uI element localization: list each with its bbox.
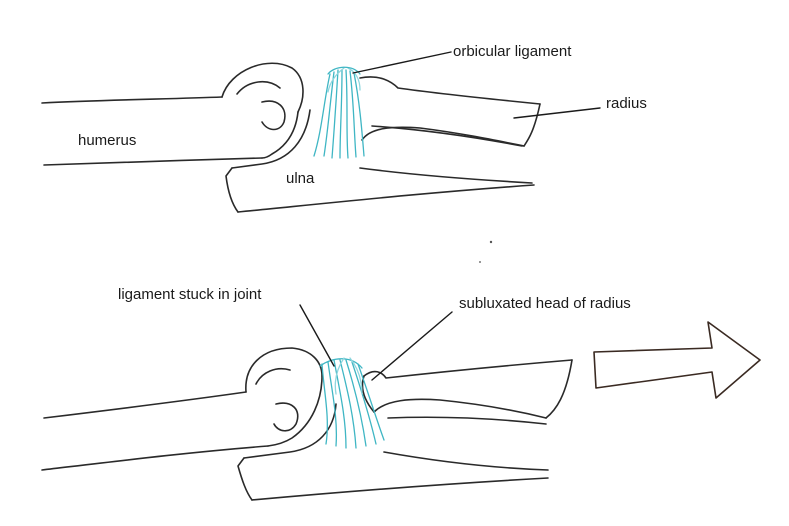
ligament-stuck-label: ligament stuck in joint [118,286,262,303]
radius-bone-bottom [361,359,573,419]
subluxated-head-label: subluxated head of radius [459,295,631,312]
ulna-bone-bottom [237,403,549,501]
traction-arrow-icon [593,321,761,399]
radius-leader-line [513,107,601,119]
stuck-ligament-leader-line [299,304,335,367]
radius-label: radius [606,95,647,112]
stray-dot [489,240,493,244]
orbicular-ligament-label: orbicular ligament [453,43,572,60]
humerus-bone [41,62,304,166]
normal-elbow: humerus ulna radius orbicular ligament [41,43,647,213]
ulna-bone [225,109,535,213]
subluxated-elbow: ligament stuck in joint subluxated head … [41,286,761,501]
stray-dot [479,261,481,263]
radius-bone [359,76,541,147]
orbicular-ligament-shape [313,66,365,159]
orbicular-leader-line [352,51,452,74]
ulna-label: ulna [286,170,315,187]
humerus-bone-bottom [41,347,323,471]
stuck-ligament-shape [319,357,385,449]
humerus-label: humerus [78,132,136,149]
subluxated-head-leader-line [371,311,453,381]
